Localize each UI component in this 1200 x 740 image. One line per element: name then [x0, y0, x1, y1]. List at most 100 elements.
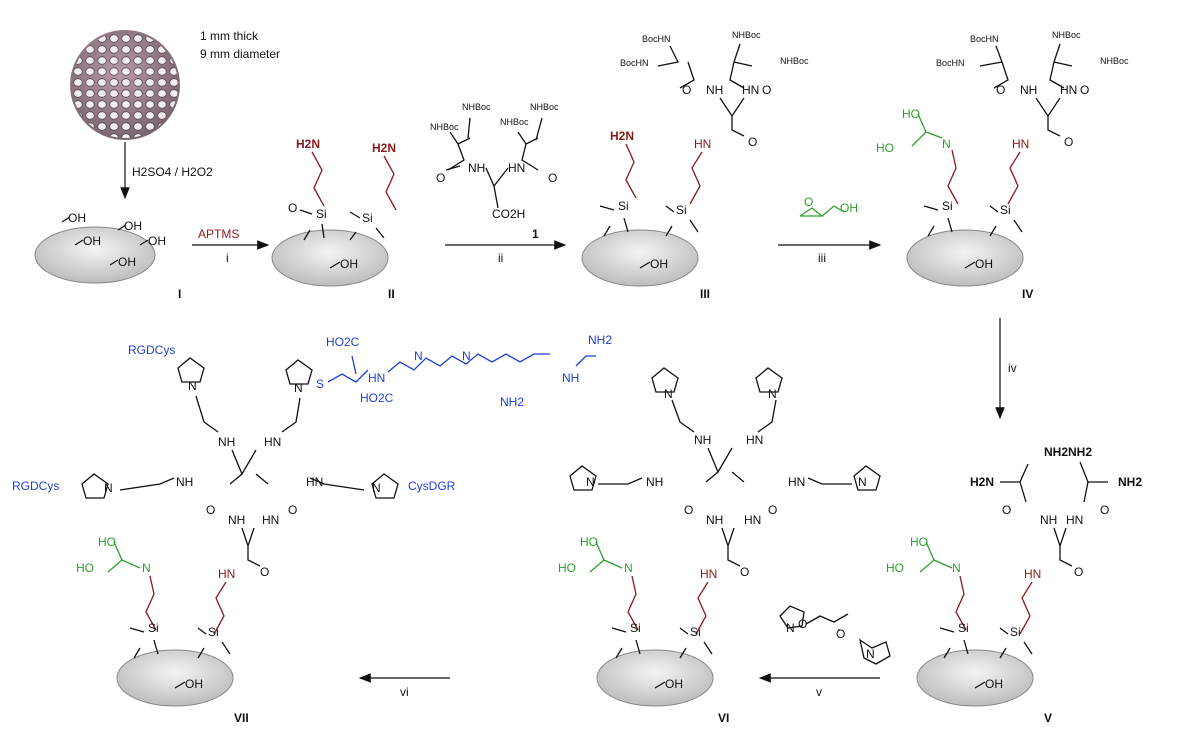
svg-text:NHBoc: NHBoc: [1100, 56, 1129, 66]
svg-text:OH: OH: [148, 234, 166, 248]
svg-text:O: O: [762, 83, 771, 97]
arrow-i-reagent: APTMS: [198, 227, 239, 241]
svg-text:O: O: [206, 503, 215, 517]
substrate-III: BocHN BocHN NHBoc NHBoc O O NH HN O HN H…: [581, 30, 809, 287]
arrow-v-step: v: [816, 685, 822, 699]
svg-text:OH: OH: [185, 677, 203, 691]
svg-text:OH: OH: [840, 201, 858, 215]
svg-text:HO: HO: [76, 561, 94, 575]
svg-text:N: N: [294, 381, 303, 395]
svg-text:NH: NH: [706, 83, 723, 97]
label-III: III: [700, 287, 710, 301]
svg-text:HN: HN: [368, 371, 385, 385]
svg-text:NH2: NH2: [1068, 445, 1092, 459]
substrate-II: H2N H2N Si Si O OH: [271, 137, 397, 287]
svg-text:HN: HN: [744, 513, 761, 527]
svg-text:NH2: NH2: [588, 333, 612, 347]
svg-text:O: O: [1002, 503, 1011, 517]
svg-text:OH: OH: [68, 211, 86, 225]
svg-text:H2N: H2N: [296, 137, 320, 151]
svg-text:O: O: [288, 503, 297, 517]
disk-note-diameter: 9 mm diameter: [200, 47, 280, 61]
svg-text:NH2: NH2: [1044, 445, 1068, 459]
disk-note-thickness: 1 mm thick: [200, 29, 259, 43]
svg-text:OH: OH: [83, 234, 101, 248]
svg-text:HN: HN: [218, 567, 235, 581]
svg-text:NH2: NH2: [500, 395, 524, 409]
label-V: V: [1044, 711, 1052, 725]
svg-text:O: O: [1080, 83, 1089, 97]
svg-text:HN: HN: [264, 435, 281, 449]
svg-text:HO2C: HO2C: [326, 335, 360, 349]
svg-text:NH: NH: [228, 513, 245, 527]
svg-text:CO2H: CO2H: [492, 207, 525, 221]
svg-text:N: N: [664, 387, 673, 401]
svg-text:OH: OH: [665, 677, 683, 691]
svg-text:HN: HN: [1066, 513, 1083, 527]
svg-text:HN: HN: [1012, 137, 1029, 151]
label-II: II: [388, 287, 395, 301]
svg-text:NH: NH: [176, 475, 193, 489]
svg-text:HO2C: HO2C: [360, 391, 394, 405]
porous-disk: [70, 30, 180, 140]
svg-text:Si: Si: [942, 199, 953, 213]
svg-text:S: S: [316, 377, 324, 391]
svg-text:Si: Si: [630, 621, 641, 635]
arrow-ii-step: ii: [498, 251, 503, 265]
label-IV: IV: [1022, 287, 1033, 301]
svg-text:H2N: H2N: [610, 129, 634, 143]
svg-text:H2N: H2N: [970, 475, 994, 489]
svg-text:HN: HN: [742, 83, 759, 97]
svg-text:NHBoc: NHBoc: [1052, 30, 1081, 40]
substrate-IV: HO HO N BocHN BocHN NHBoc NHBoc O O NH H…: [876, 30, 1129, 287]
svg-text:NH: NH: [218, 435, 235, 449]
svg-text:HO: HO: [580, 535, 598, 549]
svg-text:NHBoc: NHBoc: [462, 102, 491, 112]
svg-text:N: N: [858, 475, 867, 489]
svg-text:O: O: [260, 565, 269, 579]
svg-text:NH: NH: [1040, 513, 1057, 527]
svg-text:N: N: [952, 561, 961, 575]
svg-text:O: O: [436, 171, 445, 185]
svg-text:NHBoc: NHBoc: [732, 30, 761, 40]
label-VII: VII: [234, 711, 249, 725]
svg-text:O: O: [684, 503, 693, 517]
svg-text:NH: NH: [646, 475, 663, 489]
svg-text:RGDCys: RGDCys: [128, 343, 175, 357]
svg-text:N: N: [188, 379, 197, 393]
svg-text:HO: HO: [98, 535, 116, 549]
svg-text:HN: HN: [1024, 567, 1041, 581]
svg-text:NHBoc: NHBoc: [780, 56, 809, 66]
svg-text:OH: OH: [124, 219, 142, 233]
svg-text:HN: HN: [262, 513, 279, 527]
svg-text:NH: NH: [706, 513, 723, 527]
svg-text:OH: OH: [650, 257, 668, 271]
svg-text:NH: NH: [694, 433, 711, 447]
reagent-1-label: 1: [532, 227, 539, 241]
svg-text:NHBoc: NHBoc: [500, 117, 529, 127]
svg-text:HO: HO: [902, 107, 920, 121]
svg-text:Si: Si: [1000, 203, 1011, 217]
svg-text:N: N: [372, 481, 381, 495]
svg-text:N: N: [942, 137, 951, 151]
svg-text:NHBoc: NHBoc: [430, 122, 459, 132]
svg-text:N: N: [586, 475, 595, 489]
svg-text:HO: HO: [558, 561, 576, 575]
svg-text:N: N: [142, 561, 151, 575]
arrow-iii-step: iii: [818, 251, 826, 265]
svg-text:BocHN: BocHN: [970, 34, 999, 44]
svg-text:O: O: [768, 503, 777, 517]
svg-text:BocHN: BocHN: [620, 58, 649, 68]
svg-text:NH: NH: [468, 161, 485, 175]
substrate-VI: N N N N NH HN NH HN O O NH HN O HN HO HO…: [558, 367, 881, 707]
svg-text:HN: HN: [746, 433, 763, 447]
svg-text:HN: HN: [508, 161, 525, 175]
svg-text:O: O: [836, 627, 845, 641]
svg-text:HO: HO: [886, 561, 904, 575]
svg-text:OH: OH: [340, 257, 358, 271]
arrow-iv-step: iv: [1008, 361, 1017, 375]
svg-text:HO: HO: [910, 535, 928, 549]
svg-text:O: O: [682, 83, 691, 97]
svg-text:O: O: [748, 135, 757, 149]
